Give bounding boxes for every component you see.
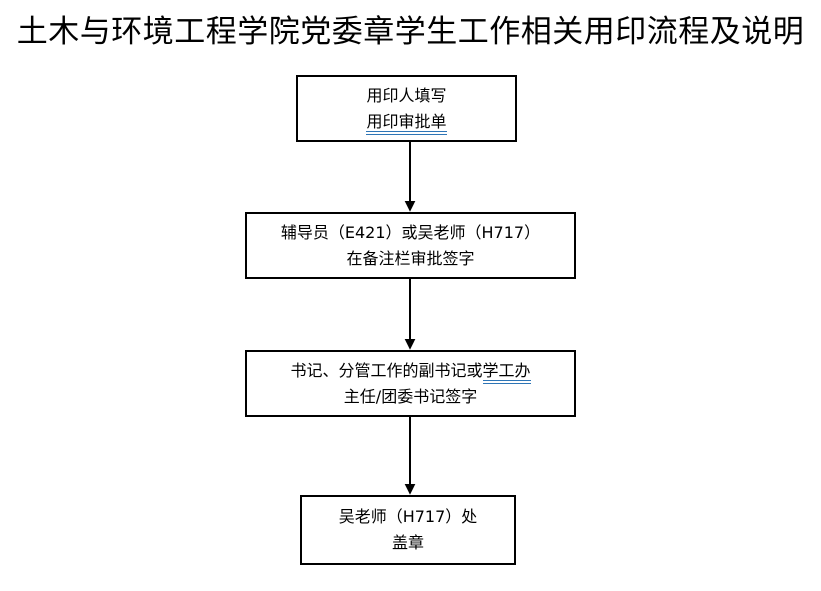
flow-step-secretary-sign: 书记、分管工作的副书记或学工办 主任/团委书记签字 [245,350,576,417]
flow-step-stamp-seal: 吴老师（H717）处 盖章 [300,495,516,565]
page-title: 土木与环境工程学院党委章学生工作相关用印流程及说明 [16,14,805,50]
step-line: 辅导员（E421）或吴老师（H717） [281,220,540,246]
step-line: 吴老师（H717）处 [339,504,478,530]
step-line: 用印人填写 [366,83,446,109]
step-text: 主任/团委书记签字 [343,386,478,406]
step-line: 主任/团委书记签字 [344,384,477,410]
flow-step-fill-approval-form: 用印人填写 用印审批单 [296,75,517,142]
step-text: 在备注栏审批签字 [346,248,475,268]
flow-arrow-2: ▼ [402,279,418,352]
flow-arrow-1: ▼ [402,142,418,214]
arrow-down-icon: ▼ [404,198,416,214]
arrow-shaft [409,142,411,203]
step-text: 盖章 [391,533,424,552]
arrow-down-icon: ▼ [404,481,416,497]
hyperlink-approval-form[interactable]: 用印审批单 [366,111,447,135]
step-line: 书记、分管工作的副书记或学工办 [290,358,531,384]
step-line: 用印审批单 [366,109,447,135]
step-text: 用印人填写 [366,85,447,105]
flow-arrow-3: ▼ [402,417,418,497]
step-line: 在备注栏审批签字 [346,246,474,272]
arrow-down-icon: ▼ [404,336,416,352]
step-text: 书记、分管工作的副书记或 [290,360,483,380]
step-text: 辅导员（E421）或吴老师（H717） [280,222,541,242]
step-text: 吴老师（H717）处 [338,507,478,526]
hyperlink-student-affairs-office[interactable]: 学工办 [482,360,531,384]
step-line: 盖章 [392,530,424,556]
arrow-shaft [409,417,411,486]
flow-step-counselor-sign: 辅导员（E421）或吴老师（H717） 在备注栏审批签字 [245,212,576,279]
arrow-shaft [409,279,411,341]
